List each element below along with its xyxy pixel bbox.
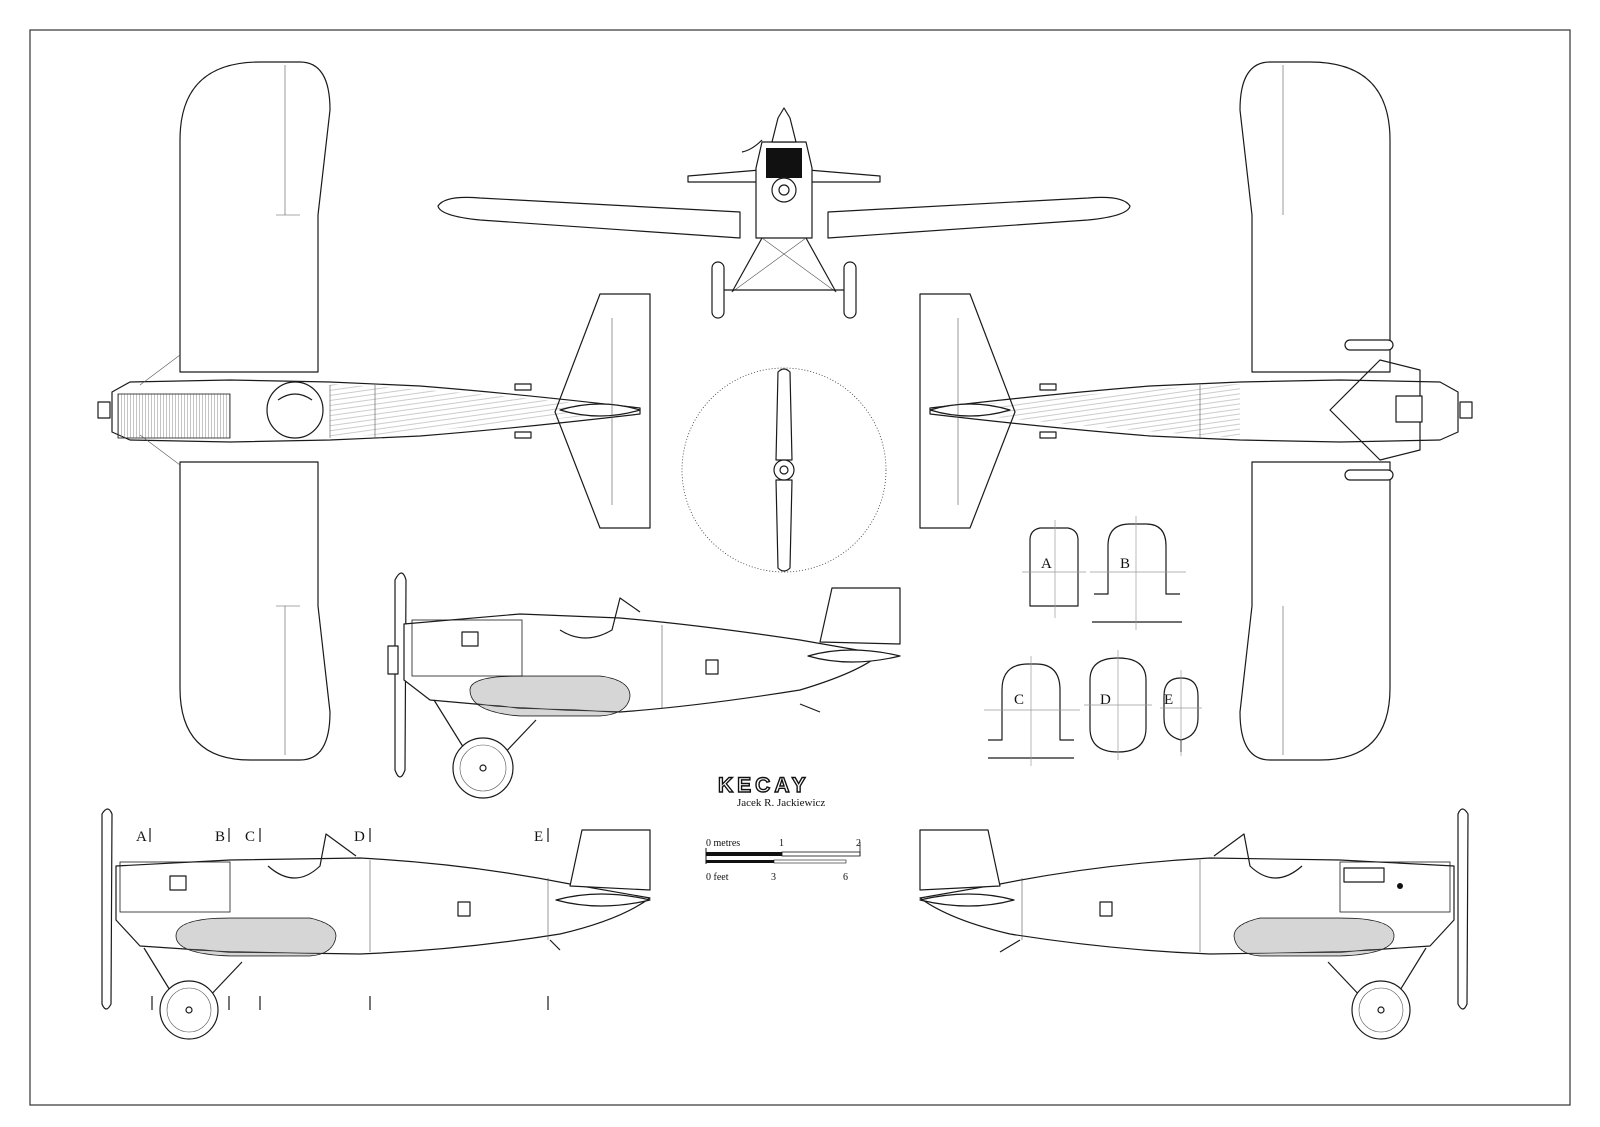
propeller-view [681, 367, 887, 573]
top-view-left [97, 61, 651, 761]
section-b: B [1090, 516, 1186, 630]
bottom-view-right [919, 61, 1473, 761]
side-view-right [919, 808, 1469, 1040]
logo-block: KECAY Jacek R. Jackiewicz [717, 773, 825, 809]
kecay-logo: KECAY [718, 774, 810, 797]
section-label-a: A [1041, 556, 1052, 572]
side-view-left: A B C D E [101, 808, 651, 1040]
section-label-c: C [1014, 692, 1024, 708]
section-label-b: B [1120, 556, 1130, 572]
scale-feet-tick-6: 6 [843, 872, 848, 883]
side-view-center [387, 572, 901, 799]
section-label-d: D [1100, 692, 1111, 708]
station-label-d: D [354, 829, 365, 845]
scale-feet-label: 0 feet [706, 872, 729, 883]
section-e: E [1160, 670, 1202, 756]
front-view [437, 107, 1131, 319]
section-d: D [1084, 650, 1152, 760]
section-c: C [984, 656, 1080, 766]
scale-bar: 0 metres 1 2 0 feet 3 6 [705, 838, 861, 883]
section-a: A [1022, 520, 1086, 618]
scale-feet-tick-3: 3 [771, 872, 776, 883]
scale-metres-label: 0 metres [706, 838, 740, 849]
scale-metres-tick-2: 2 [856, 838, 861, 849]
station-label-b: B [215, 829, 225, 845]
station-label-e: E [534, 829, 543, 845]
station-label-a: A [136, 829, 147, 845]
station-label-c: C [245, 829, 255, 845]
scale-metres-tick-1: 1 [779, 838, 784, 849]
author-credit: Jacek R. Jackiewicz [737, 797, 825, 809]
section-label-e: E [1164, 692, 1173, 708]
cross-sections: A B C D E [984, 516, 1202, 766]
